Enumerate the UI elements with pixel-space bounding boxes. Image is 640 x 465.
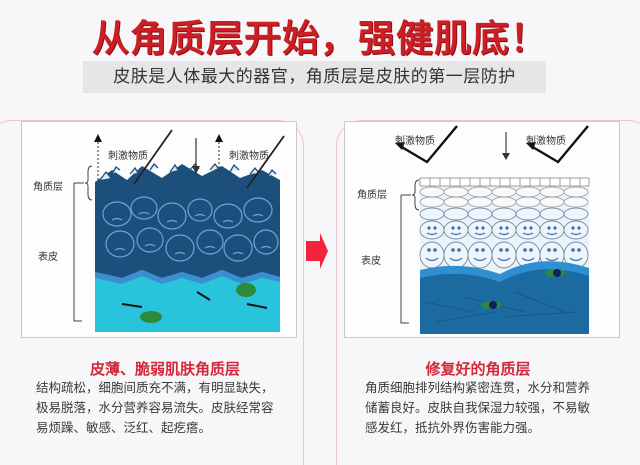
caption-line: 结构疏松，细胞间质充不满，有明显缺失， — [36, 380, 274, 395]
label-irritant-2: 刺激物质 — [526, 136, 566, 147]
caption-line: 感发红，抵抗外界伤害能力强。 — [365, 420, 541, 435]
right-caption-title: 修复好的角质层 — [425, 360, 531, 378]
caption-line: 易烦躁、敏感、泛红、起疙瘩。 — [36, 420, 212, 435]
damaged-skin-illustration — [73, 129, 285, 332]
damaged-skin-diagram: 角质层 表皮 刺激物质 刺激物质 — [21, 121, 297, 338]
label-stratum-corneum: 角质层 — [357, 190, 387, 201]
healthy-skin-illustration — [395, 125, 590, 334]
label-epidermis: 表皮 — [361, 256, 381, 267]
label-irritant-1: 刺激物质 — [108, 151, 148, 162]
right-caption-body: 角质细胞排列结构紧密连贯，水分和营养 储蓄良好。皮肤自我保湿力较强，不易敏 感发… — [365, 378, 635, 438]
label-irritant-2: 刺激物质 — [229, 151, 269, 162]
label-stratum-corneum: 角质层 — [33, 182, 63, 193]
healthy-skin-diagram: 角质层 表皮 刺激物质 刺激物质 — [344, 121, 620, 338]
label-irritant-1: 刺激物质 — [395, 136, 435, 147]
caption-line: 极易脱落，水分营养容易流失。皮肤经常容 — [36, 400, 274, 415]
left-caption-title: 皮薄、脆弱肌肤角质层 — [89, 360, 240, 378]
left-caption-body: 结构疏松，细胞间质充不满，有明显缺失， 极易脱落，水分营养容易流失。皮肤经常容 … — [36, 378, 306, 438]
label-epidermis: 表皮 — [38, 252, 58, 263]
sad-face-cells — [102, 196, 279, 262]
red-right-arrow-icon — [306, 233, 328, 269]
caption-line: 储蓄良好。皮肤自我保湿力较强，不易敏 — [365, 400, 591, 415]
smiley-face-cells — [419, 207, 589, 269]
left-card-outline — [0, 120, 304, 465]
caption-line: 角质细胞排列结构紧密连贯，水分和营养 — [365, 380, 591, 395]
right-card-outline — [336, 120, 640, 465]
page-subtitle: 皮肤是人体最大的器官，角质层是皮肤的第一层防护 — [83, 61, 546, 93]
page-title: 从角质层开始，强健肌底！ — [92, 17, 548, 60]
